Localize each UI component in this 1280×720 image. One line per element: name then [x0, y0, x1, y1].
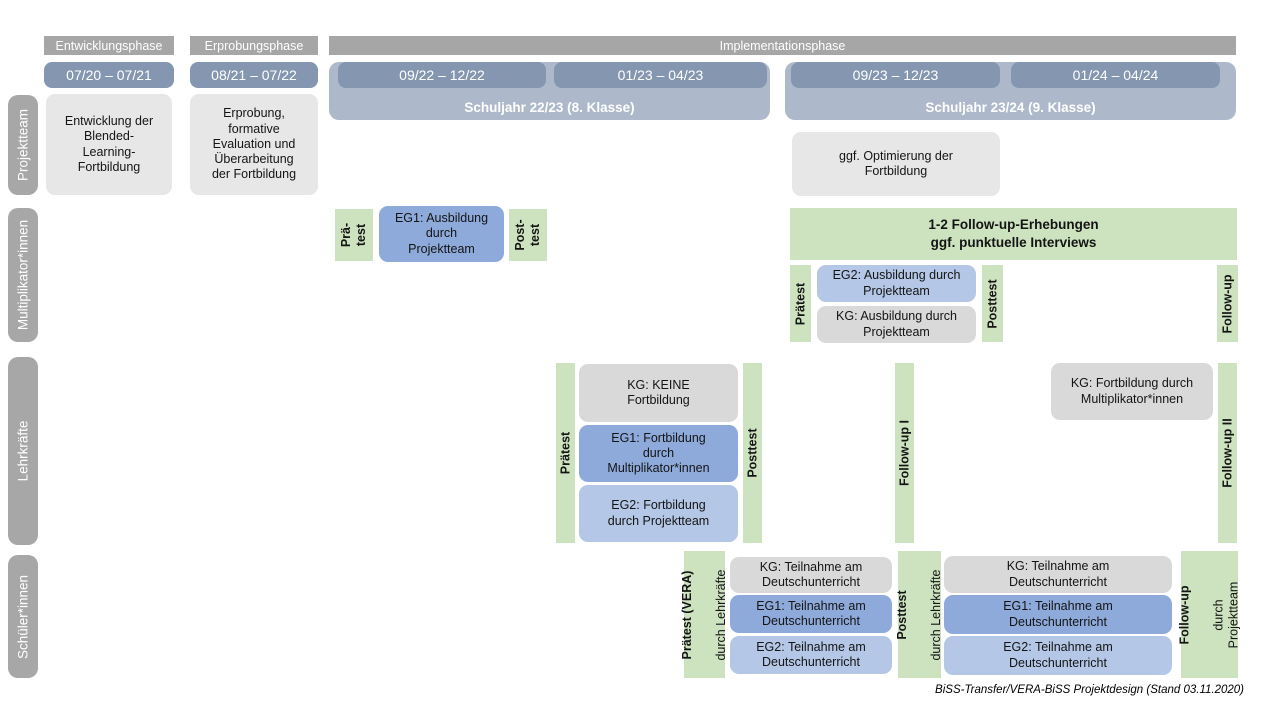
- bar-followup-schueler: Follow-up durch Projektteam: [1177, 551, 1241, 678]
- slide-caption: BiSS-Transfer/VERA-BiSS Projektdesign (S…: [935, 684, 1244, 696]
- period-pill-0720-0721: 07/20 – 07/21: [44, 62, 174, 88]
- row-label-schueler: Schüler*innen: [8, 555, 38, 678]
- bar-posttest-multiplikatoren-2: Posttest: [982, 265, 1003, 342]
- schoolyear-label-2223: Schuljahr 22/23 (8. Klasse): [464, 100, 635, 115]
- bar-praetest-vera-schueler-main: Prätest (VERA): [679, 570, 694, 659]
- bar-praetest-multiplikatoren-2-text: Prätest: [793, 282, 807, 325]
- period-pill-0123-0423: 01/23 – 04/23: [554, 62, 767, 88]
- bar-posttest-schueler-sub: durch Lehrkräfte: [929, 568, 944, 661]
- bar-praetest-multiplikatoren-1-text: Prä- test: [339, 222, 368, 248]
- box-followup-erhebungen: 1-2 Follow-up-Erhebungen ggf. punktuelle…: [790, 208, 1237, 260]
- bar-posttest-lehrkraefte-text: Posttest: [745, 428, 759, 478]
- bar-praetest-multiplikatoren-1: Prä- test: [335, 209, 373, 261]
- box-kg-ausbildung-projektteam: KG: Ausbildung durch Projektteam: [817, 306, 976, 343]
- box-optimierung-fortbildung: ggf. Optimierung der Fortbildung: [792, 132, 1000, 196]
- bar-posttest-multiplikatoren-2-text: Posttest: [985, 278, 999, 329]
- bar-followup-multiplikatoren: Follow-up: [1217, 265, 1238, 342]
- bar-posttest-multiplikatoren-1: Post- test: [509, 209, 547, 261]
- box-erprobung-evaluation: Erprobung, formative Evaluation und Über…: [190, 94, 318, 195]
- box-eg1-fortbildung-multiplikatoren: EG1: Fortbildung durch Multiplikator*inn…: [579, 425, 738, 482]
- bar-followup2-lehrkraefte: Follow-up II: [1218, 363, 1237, 543]
- phase-bar-erprobungsphase: Erprobungsphase: [190, 36, 318, 55]
- bar-posttest-lehrkraefte: Posttest: [743, 363, 762, 543]
- box-eg1-teilnahme-2: EG1: Teilnahme am Deutschunterricht: [944, 595, 1172, 634]
- box-entwicklung-fortbildung: Entwicklung der Blended- Learning- Fortb…: [46, 94, 172, 195]
- bar-posttest-multiplikatoren-1-text: Post- test: [513, 219, 542, 251]
- bar-posttest-schueler: Posttest durch Lehrkräfte: [894, 551, 944, 678]
- row-label-lehrkraefte: Lehrkräfte: [8, 357, 38, 545]
- bar-praetest-vera-schueler: Prätest (VERA) durch Lehrkräfte: [680, 551, 728, 678]
- period-pill-0922-1222: 09/22 – 12/22: [338, 62, 546, 88]
- row-label-multiplikatoren-text: Multiplikator*innen: [15, 219, 31, 331]
- box-eg1-teilnahme-1: EG1: Teilnahme am Deutschunterricht: [730, 595, 892, 633]
- bar-praetest-multiplikatoren-2: Prätest: [790, 265, 811, 342]
- box-eg2-ausbildung-projektteam: EG2: Ausbildung durch Projektteam: [817, 265, 976, 302]
- row-label-multiplikatoren: Multiplikator*innen: [8, 208, 38, 342]
- box-eg2-teilnahme-1: EG2: Teilnahme am Deutschunterricht: [730, 636, 892, 674]
- box-eg1-ausbildung-projektteam: EG1: Ausbildung durch Projektteam: [379, 206, 504, 262]
- schoolyear-label-2324: Schuljahr 23/24 (9. Klasse): [925, 100, 1096, 115]
- bar-followup-multiplikatoren-text: Follow-up: [1220, 273, 1234, 334]
- bar-followup1-lehrkraefte-text: Follow-up I: [897, 420, 911, 486]
- bar-praetest-lehrkraefte-text: Prätest: [558, 431, 572, 475]
- bar-followup-schueler-main: Follow-up: [1177, 584, 1192, 645]
- bar-posttest-schueler-main: Posttest: [894, 589, 909, 640]
- bar-followup2-lehrkraefte-text: Follow-up II: [1220, 418, 1234, 488]
- box-kg-keine-fortbildung: KG: KEINE Fortbildung: [579, 364, 738, 422]
- row-label-schueler-text: Schüler*innen: [15, 574, 31, 659]
- phase-bar-entwicklungsphase: Entwicklungsphase: [44, 36, 174, 55]
- period-pill-0124-0424: 01/24 – 04/24: [1011, 62, 1220, 88]
- bar-praetest-lehrkraefte: Prätest: [556, 363, 575, 543]
- box-kg-teilnahme-2: KG: Teilnahme am Deutschunterricht: [944, 556, 1172, 593]
- period-pill-0923-1223: 09/23 – 12/23: [791, 62, 1000, 88]
- bar-followup-schueler-sub: durch Projektteam: [1211, 581, 1241, 648]
- row-label-lehrkraefte-text: Lehrkräfte: [15, 420, 31, 482]
- box-eg2-fortbildung-projektteam: EG2: Fortbildung durch Projektteam: [579, 485, 738, 542]
- box-kg-fortbildung-multiplikatoren: KG: Fortbildung durch Multiplikator*inne…: [1051, 363, 1213, 420]
- row-label-projektteam: Projektteam: [8, 95, 38, 195]
- phase-bar-implementationsphase: Implementationsphase: [329, 36, 1236, 55]
- row-label-projektteam-text: Projektteam: [15, 108, 31, 182]
- box-eg2-teilnahme-2: EG2: Teilnahme am Deutschunterricht: [944, 636, 1172, 675]
- bar-praetest-vera-schueler-sub: durch Lehrkräfte: [714, 568, 729, 661]
- box-kg-teilnahme-1: KG: Teilnahme am Deutschunterricht: [730, 557, 892, 593]
- period-pill-0821-0722: 08/21 – 07/22: [190, 62, 318, 88]
- bar-followup1-lehrkraefte: Follow-up I: [895, 363, 914, 543]
